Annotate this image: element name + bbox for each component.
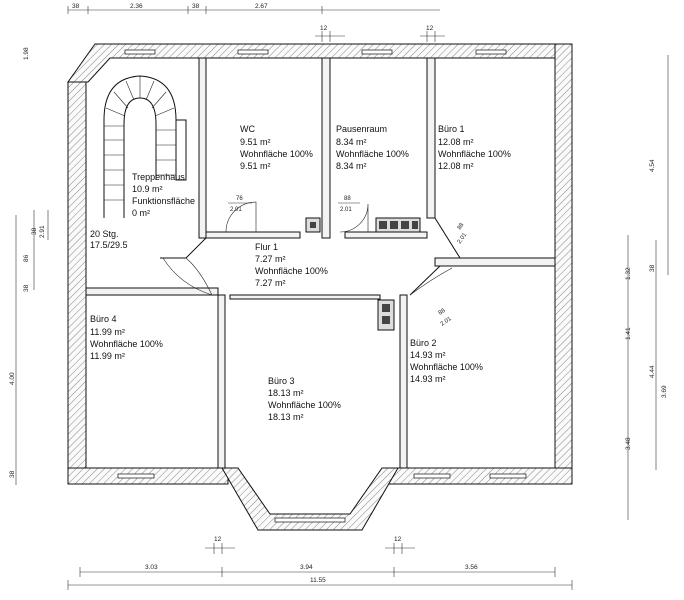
dim-right-2: 1.32	[625, 267, 632, 280]
dim-right-3: 38	[649, 264, 656, 272]
dim-bottom-4: 3.94	[300, 564, 313, 571]
dim-bottom-2: 12	[394, 536, 402, 543]
staircase	[103, 75, 187, 218]
room-type: Wohnfläche 100%	[90, 339, 163, 349]
windows	[117, 49, 527, 523]
outer-walls	[67, 43, 573, 531]
room-buero-2: Büro 2 14.93 m² Wohnfläche 100% 14.93 m²	[410, 338, 483, 384]
door-buero1-height: 2.01	[457, 232, 469, 246]
room-area-2: 12.08 m²	[438, 161, 474, 171]
room-flur-1: Flur 1 7.27 m² Wohnfläche 100% 7.27 m²	[255, 242, 328, 288]
dim-left-4: 86	[23, 254, 30, 262]
dimension-left: 1.98 2.91 38 86 38 4.00 38	[9, 47, 49, 485]
dim-right-4: 1.41	[625, 327, 632, 340]
door-buero2-height: 2.01	[440, 316, 454, 328]
room-area-2: 8.34 m²	[336, 161, 367, 171]
dim-left-7: 38	[9, 470, 16, 478]
room-area-2: 7.27 m²	[255, 278, 286, 288]
room-area-2: 18.13 m²	[268, 412, 304, 422]
room-area: 8.34 m²	[336, 137, 367, 147]
dim-right-5: 4.44	[649, 365, 656, 378]
room-type: Wohnfläche 100%	[410, 362, 483, 372]
room-buero-3: Büro 3 18.13 m² Wohnfläche 100% 18.13 m²	[268, 376, 341, 422]
room-type: Wohnfläche 100%	[240, 149, 313, 159]
room-area: 12.08 m²	[438, 137, 474, 147]
door-wc-width: 76	[236, 196, 243, 202]
room-name: Büro 4	[90, 314, 117, 324]
dim-top-4: 2.67	[255, 3, 268, 10]
room-type: Wohnfläche 100%	[438, 149, 511, 159]
dim-right-1: 4.54	[649, 159, 656, 172]
room-area: 10.9 m²	[132, 184, 163, 194]
room-pausenraum: Pausenraum 8.34 m² Wohnfläche 100% 8.34 …	[336, 124, 409, 171]
dim-top-6: 12	[426, 25, 434, 32]
room-wc: WC 9.51 m² Wohnfläche 100% 9.51 m²	[240, 124, 313, 171]
stairs-ratio: 17.5/29.5	[90, 240, 128, 250]
dim-right-6: 3.69	[661, 385, 668, 398]
room-area: 11.99 m²	[90, 327, 125, 337]
room-area: 7.27 m²	[255, 254, 286, 264]
dim-top-5: 12	[320, 25, 328, 32]
room-name: Flur 1	[255, 242, 278, 252]
dim-bottom-6: 11.55	[310, 577, 326, 584]
door-buero1-width: 88	[457, 222, 466, 231]
stairs-steps: 20 Stg.	[90, 229, 119, 239]
room-name: Pausenraum	[336, 124, 387, 134]
room-area-2: 9.51 m²	[240, 161, 271, 171]
dim-top-3: 38	[192, 3, 200, 10]
room-treppenhaus: Treppenhaus 10.9 m² Funktionsfläche 0 m²…	[90, 172, 195, 250]
room-name: Büro 2	[410, 338, 437, 348]
room-area: 18.13 m²	[268, 388, 304, 398]
room-area-2: 14.93 m²	[410, 374, 446, 384]
room-buero-1: Büro 1 12.08 m² Wohnfläche 100% 12.08 m²	[438, 124, 511, 171]
room-area: 14.93 m²	[410, 350, 446, 360]
room-type: Wohnfläche 100%	[255, 266, 328, 276]
room-name: Treppenhaus	[132, 172, 185, 182]
dim-left-3: 38	[31, 227, 38, 235]
door-wc-height: 2.01	[230, 207, 242, 213]
dimension-bottom: 12 12 3.03 3.94 3.56 11.55	[67, 536, 573, 590]
dimension-top: 38 2.36 38 2.67 12 12	[67, 3, 445, 42]
dim-left-6: 4.00	[9, 372, 16, 385]
dim-bottom-3: 3.03	[145, 564, 158, 571]
door-buero2-width: 88	[438, 308, 447, 317]
chimney-blocks	[305, 217, 421, 331]
dim-top-2: 2.36	[130, 3, 143, 10]
room-area: 9.51 m²	[240, 137, 271, 147]
dim-bottom-5: 3.56	[465, 564, 478, 571]
dim-left-5: 38	[23, 284, 30, 292]
door-pausenraum-width: 88	[344, 196, 351, 202]
room-type: Funktionsfläche	[132, 196, 195, 206]
dim-right-7: 3.48	[625, 437, 632, 450]
room-name: Büro 1	[438, 124, 465, 134]
dim-bottom-1: 12	[214, 536, 222, 543]
door-swings	[162, 201, 453, 296]
dim-top-1: 38	[72, 3, 80, 10]
door-pausenraum-height: 2.01	[340, 207, 352, 213]
room-area-2: 0 m²	[132, 208, 150, 218]
room-name: WC	[240, 124, 255, 134]
dim-left-1: 1.98	[23, 47, 30, 60]
room-type: Wohnfläche 100%	[268, 400, 341, 410]
room-name: Büro 3	[268, 376, 295, 386]
room-type: Wohnfläche 100%	[336, 149, 409, 159]
dimension-right: 4.54 1.32 38 1.41 4.44 3.69 3.48	[625, 55, 669, 520]
door-sizes: 76 2.01 88 2.01 88 2.01 88 2.01	[228, 196, 469, 328]
room-buero-4: Büro 4 11.99 m² Wohnfläche 100% 11.99 m²	[90, 314, 163, 361]
room-area-2: 11.99 m²	[90, 351, 125, 361]
dim-left-2: 2.91	[39, 225, 46, 238]
